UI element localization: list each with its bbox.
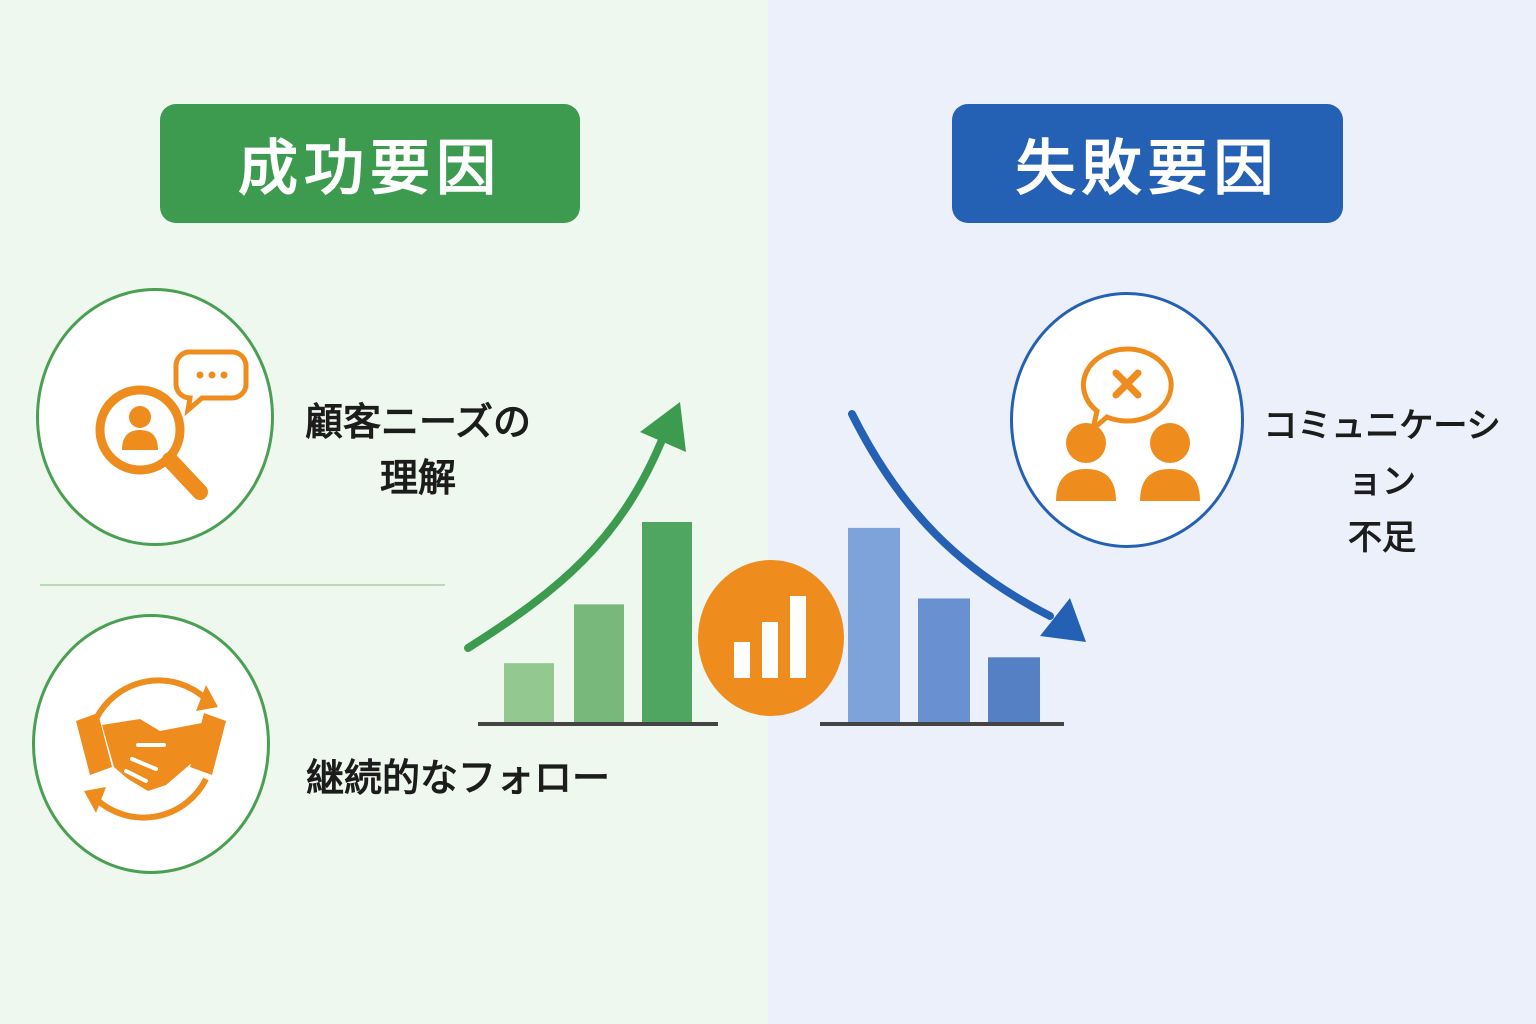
growth-bar-1 xyxy=(504,663,554,722)
follow-up-label-line1: 継続的なフォロー xyxy=(305,756,610,800)
customer-needs-label-line1: 顧客ニーズの xyxy=(304,400,532,444)
follow-up-label: 継続的なフォロー xyxy=(296,750,620,806)
communication-icon-circle xyxy=(1010,292,1244,548)
customer-needs-icon-circle xyxy=(36,288,274,546)
decline-bar-chart xyxy=(820,527,1064,726)
handshake-cycle-icon xyxy=(76,677,226,821)
failure-header: 失敗要因 xyxy=(952,104,1343,223)
customer-needs-label-line2: 理解 xyxy=(379,456,456,500)
growth-bar-2 xyxy=(574,604,624,722)
growth-bar-3 xyxy=(642,522,692,722)
customer-search-icon xyxy=(95,349,249,500)
communication-label: コミュニケーション 不足 xyxy=(1252,398,1512,566)
success-header: 成功要因 xyxy=(160,104,580,223)
bar-chart-icon xyxy=(698,560,844,716)
decline-bar-3 xyxy=(988,657,1040,722)
decline-bar-2 xyxy=(918,598,970,722)
follow-up-icon-circle xyxy=(32,614,270,874)
communication-label-line2: 不足 xyxy=(1348,518,1416,558)
decline-bar-1 xyxy=(848,527,900,722)
growth-bar-chart xyxy=(478,522,718,726)
success-divider xyxy=(40,584,445,586)
communication-label-line1: コミュニケーション xyxy=(1263,406,1501,502)
customer-needs-label: 顧客ニーズの 理解 xyxy=(296,394,540,506)
communication-failure-icon xyxy=(1056,346,1200,501)
